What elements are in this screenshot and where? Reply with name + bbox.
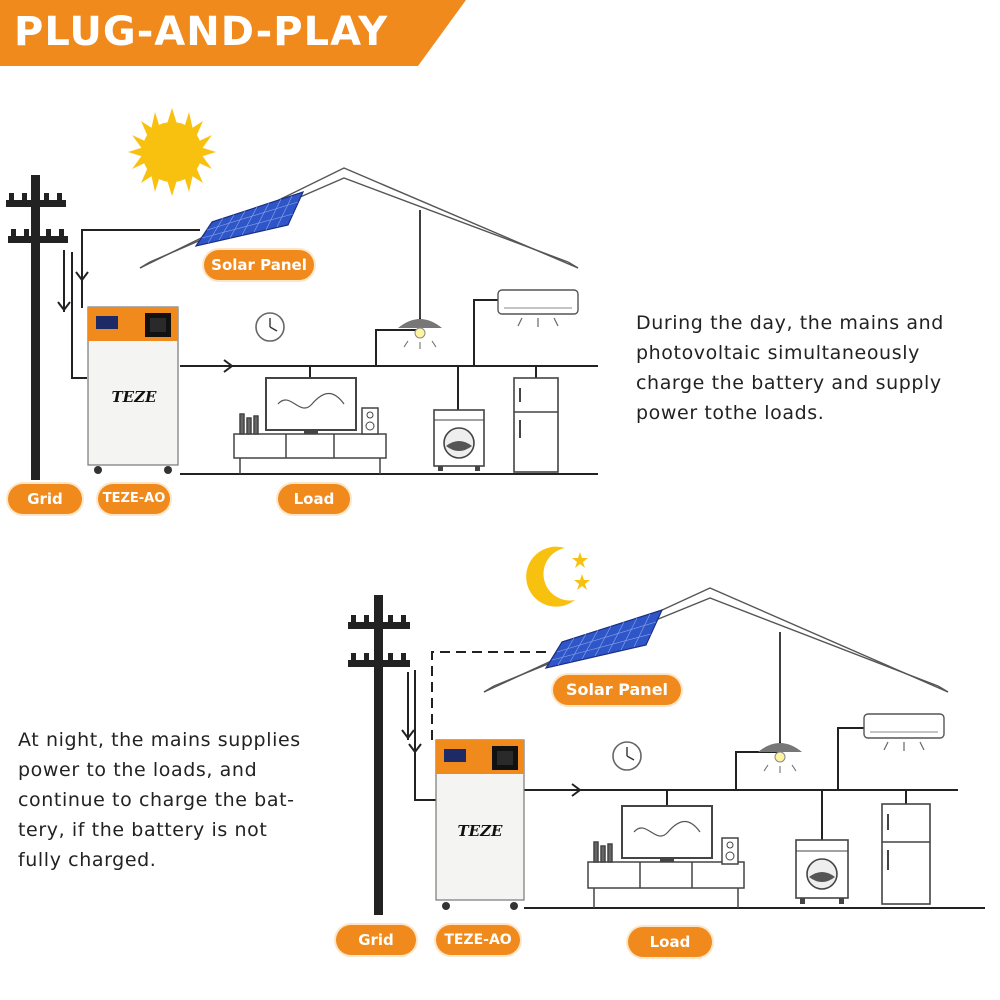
wall-clock-icon: [255, 312, 285, 342]
solar-panel-icon: [544, 609, 664, 669]
washing-machine-icon: [433, 409, 485, 471]
night-solar-panel-label: Solar Panel: [553, 675, 681, 705]
refrigerator-icon: [881, 803, 931, 905]
night-device-label: TEZE-AO: [436, 925, 520, 955]
day-description-line: During the day, the mains and: [636, 312, 944, 334]
day-device-label: TEZE-AO: [98, 484, 170, 514]
device-brand-logo: TEZE: [112, 388, 158, 406]
utility-pole-icon: [348, 595, 410, 915]
night-description-line: power to the loads, and: [18, 759, 258, 781]
air-conditioner-icon: [497, 289, 579, 327]
night-description-line: tery, if the battery is not: [18, 819, 268, 841]
inactive-solar-line: [431, 651, 546, 740]
tv-icon: [265, 377, 357, 434]
speaker-icon: [721, 837, 739, 865]
battery-storage-icon: TEZE: [87, 306, 179, 474]
battery-storage-icon: TEZE: [435, 739, 525, 910]
speaker-icon: [361, 407, 379, 435]
ceiling-lamp-icon: [758, 632, 802, 773]
night-description-line: At night, the mains supplies: [18, 729, 301, 751]
header-banner: [0, 0, 466, 66]
air-conditioner-icon: [863, 713, 945, 751]
day-description-line: charge the battery and supply: [636, 372, 942, 394]
night-grid-label: Grid: [336, 925, 416, 955]
ceiling-lamp-icon: [398, 210, 442, 349]
sun-icon: [128, 108, 216, 196]
wall-clock-icon: [612, 741, 642, 771]
star-icon: [572, 552, 590, 590]
moon-icon: [526, 546, 575, 607]
page-title: PLUG-AND-PLAY: [14, 9, 389, 55]
tv-cabinet: [587, 841, 745, 908]
day-description: During the day, the mains and photovolta…: [636, 308, 986, 428]
day-scene-diagram: TEZE: [6, 108, 598, 480]
day-description-line: power tothe loads.: [636, 402, 825, 424]
solar-panel-icon: [194, 191, 305, 247]
utility-pole-icon: [6, 175, 68, 480]
day-grid-label: Grid: [8, 484, 82, 514]
refrigerator-icon: [513, 377, 559, 473]
night-description: At night, the mains supplies power to th…: [18, 725, 338, 875]
device-brand-logo: TEZE: [458, 822, 504, 840]
day-description-line: photovoltaic simultaneously: [636, 342, 920, 364]
night-description-line: fully charged.: [18, 849, 157, 871]
day-solar-panel-label: Solar Panel: [204, 250, 314, 280]
night-description-line: continue to charge the bat-: [18, 789, 295, 811]
tv-cabinet: [233, 413, 387, 474]
night-load-label: Load: [628, 927, 712, 957]
day-load-label: Load: [278, 484, 350, 514]
tv-icon: [621, 805, 713, 862]
washing-machine-icon: [795, 839, 849, 904]
